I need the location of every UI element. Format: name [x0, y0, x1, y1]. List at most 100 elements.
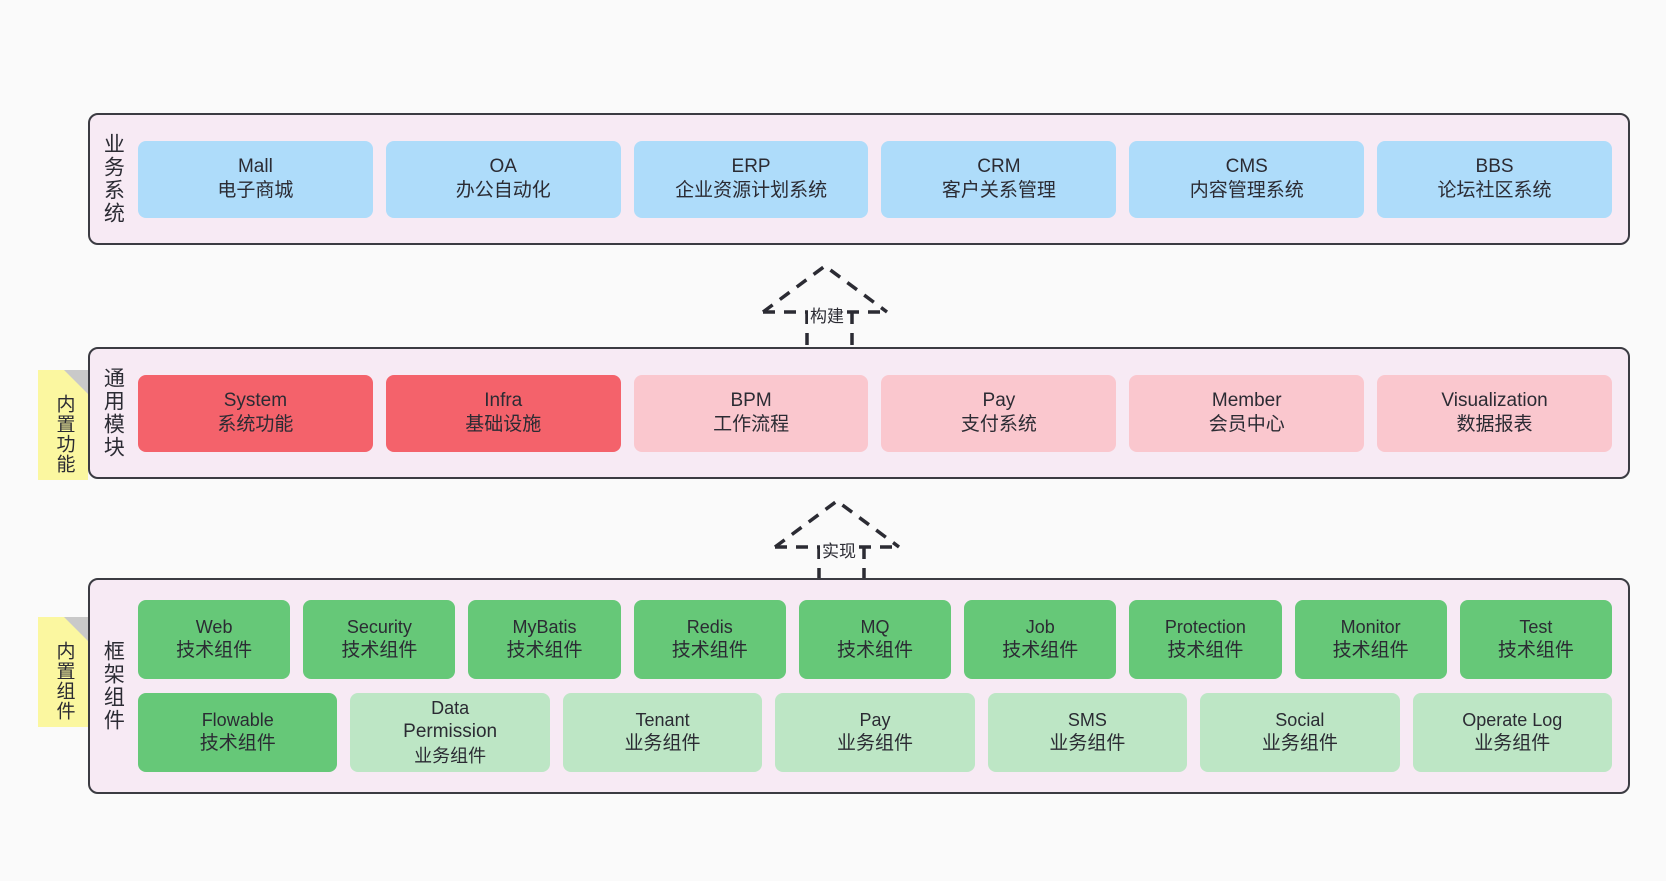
card-protection[interactable]: Protection 技术组件 — [1129, 600, 1282, 679]
card-title: Security — [346, 616, 412, 637]
card-subtitle: 技术组件 — [1332, 639, 1409, 661]
card-subtitle: 系统功能 — [217, 414, 294, 435]
card-pay-module[interactable]: Pay 支付系统 — [881, 374, 1117, 452]
card-subtitle: 技术组件 — [199, 732, 276, 754]
card-subtitle: 业务组件 — [1474, 732, 1551, 754]
card-title: Test — [1519, 616, 1553, 637]
card-mq[interactable]: MQ 技术组件 — [798, 600, 952, 679]
card-title: Pay — [982, 389, 1016, 411]
card-subtitle: 客户关系管理 — [941, 180, 1056, 201]
card-title: Data — [431, 698, 470, 719]
sticky-note-builtin-features: 内置功能 — [38, 370, 88, 480]
layer-label-business-system: 业务系统 — [101, 133, 125, 225]
card-title: CMS — [1225, 155, 1268, 177]
card-title-cont: Permission — [403, 721, 498, 743]
connector-build-label: 构建 — [808, 302, 846, 327]
layer-framework-components: 框架组件 Web 技术组件 Security 技术组件 MyBatis 技术组件… — [88, 578, 1630, 794]
card-title: Monitor — [1340, 616, 1401, 637]
card-subtitle: 业务组件 — [1261, 732, 1338, 754]
card-title: Member — [1211, 389, 1282, 411]
card-subtitle: 业务组件 — [414, 745, 487, 766]
card-title: CRM — [977, 155, 1021, 177]
card-oa[interactable]: OA 办公自动化 — [385, 140, 621, 218]
layer-label-framework-components: 框架组件 — [101, 640, 125, 732]
layer-business-system: 业务系统 Mall 电子商城 OA 办公自动化 ERP 企业资源计划系统 CRM… — [88, 113, 1630, 245]
connector-build: 构建 — [760, 262, 900, 346]
build-arrow-glyph — [761, 263, 889, 346]
card-title: MQ — [860, 616, 890, 637]
card-subtitle: 技术组件 — [341, 639, 418, 661]
card-data-permission[interactable]: Data Permission 业务组件 — [350, 693, 550, 772]
card-flowable[interactable]: Flowable 技术组件 — [138, 693, 338, 772]
card-test[interactable]: Test 技术组件 — [1459, 600, 1612, 679]
card-subtitle: 工作流程 — [713, 414, 790, 435]
card-subtitle: 技术组件 — [1002, 639, 1079, 661]
sticky-note-text: 内置组件 — [53, 641, 75, 721]
card-sms[interactable]: SMS 业务组件 — [987, 693, 1188, 772]
framework-card-list: Web 技术组件 Security 技术组件 MyBatis 技术组件 Redi… — [134, 580, 1628, 792]
note-fold-icon — [64, 617, 88, 641]
layer-common-modules: 通用模块 System 系统功能 Infra 基础设施 BPM 工作流程 Pay… — [88, 347, 1630, 479]
card-title: Operate Log — [1462, 709, 1563, 730]
card-job[interactable]: Job 技术组件 — [964, 600, 1117, 679]
card-subtitle: 技术组件 — [671, 639, 748, 661]
common-modules-card-list: System 系统功能 Infra 基础设施 BPM 工作流程 Pay 支付系统… — [134, 349, 1628, 477]
card-subtitle: 论坛社区系统 — [1437, 180, 1552, 201]
card-subtitle: 办公自动化 — [455, 180, 551, 201]
card-title: Pay — [859, 709, 891, 730]
card-member[interactable]: Member 会员中心 — [1129, 374, 1365, 452]
card-title: MyBatis — [512, 616, 577, 637]
card-social[interactable]: Social 业务组件 — [1200, 693, 1400, 772]
card-title: Infra — [484, 389, 523, 411]
sticky-note-text: 内置功能 — [53, 394, 75, 474]
sticky-note-builtin-components: 内置组件 — [38, 617, 88, 727]
card-title: Protection — [1164, 616, 1246, 637]
card-subtitle: 技术组件 — [1167, 639, 1244, 661]
card-title: Mall — [237, 155, 273, 177]
card-title: SMS — [1067, 709, 1107, 730]
card-subtitle: 基础设施 — [465, 414, 542, 435]
card-subtitle: 企业资源计划系统 — [675, 180, 828, 201]
card-mall[interactable]: Mall 电子商城 — [138, 140, 373, 218]
card-title: Social — [1275, 709, 1325, 730]
card-subtitle: 技术组件 — [1497, 639, 1574, 661]
card-tenant[interactable]: Tenant 业务组件 — [562, 693, 763, 772]
card-subtitle: 支付系统 — [960, 414, 1037, 435]
card-cms[interactable]: CMS 内容管理系统 — [1129, 140, 1365, 218]
card-infra[interactable]: Infra 基础设施 — [385, 374, 621, 452]
card-mybatis[interactable]: MyBatis 技术组件 — [468, 600, 621, 679]
card-title: ERP — [731, 155, 771, 177]
card-subtitle: 业务组件 — [1049, 732, 1126, 754]
card-subtitle: 业务组件 — [836, 732, 913, 754]
card-subtitle: 业务组件 — [624, 732, 701, 754]
card-web[interactable]: Web 技术组件 — [138, 600, 291, 679]
card-subtitle: 会员中心 — [1208, 414, 1285, 435]
card-title: Visualization — [1441, 389, 1548, 411]
connector-implement: 实现 — [772, 497, 912, 581]
business-card-list: Mall 电子商城 OA 办公自动化 ERP 企业资源计划系统 CRM 客户关系… — [134, 115, 1628, 243]
card-erp[interactable]: ERP 企业资源计划系统 — [633, 140, 869, 218]
card-bbs[interactable]: BBS 论坛社区系统 — [1377, 140, 1612, 218]
card-monitor[interactable]: Monitor 技术组件 — [1294, 600, 1447, 679]
card-subtitle: 内容管理系统 — [1189, 180, 1304, 201]
card-subtitle: 技术组件 — [836, 639, 913, 661]
card-title: OA — [489, 155, 517, 177]
card-title: Redis — [686, 616, 733, 637]
card-redis[interactable]: Redis 技术组件 — [633, 600, 786, 679]
card-subtitle: 技术组件 — [176, 639, 253, 661]
card-crm[interactable]: CRM 客户关系管理 — [881, 140, 1117, 218]
implement-arrow-glyph — [773, 498, 901, 581]
card-operate-log[interactable]: Operate Log 业务组件 — [1412, 693, 1612, 772]
card-security[interactable]: Security 技术组件 — [303, 600, 456, 679]
card-title: BBS — [1475, 155, 1514, 177]
card-system[interactable]: System 系统功能 — [138, 374, 373, 452]
card-subtitle: 电子商城 — [217, 180, 294, 201]
card-title: System — [223, 389, 288, 411]
card-title: Job — [1025, 616, 1055, 637]
card-bpm[interactable]: BPM 工作流程 — [633, 374, 869, 452]
connector-implement-label: 实现 — [820, 537, 858, 562]
card-pay-component[interactable]: Pay 业务组件 — [775, 693, 975, 772]
card-title: Tenant — [635, 709, 690, 730]
card-visualization[interactable]: Visualization 数据报表 — [1377, 374, 1612, 452]
